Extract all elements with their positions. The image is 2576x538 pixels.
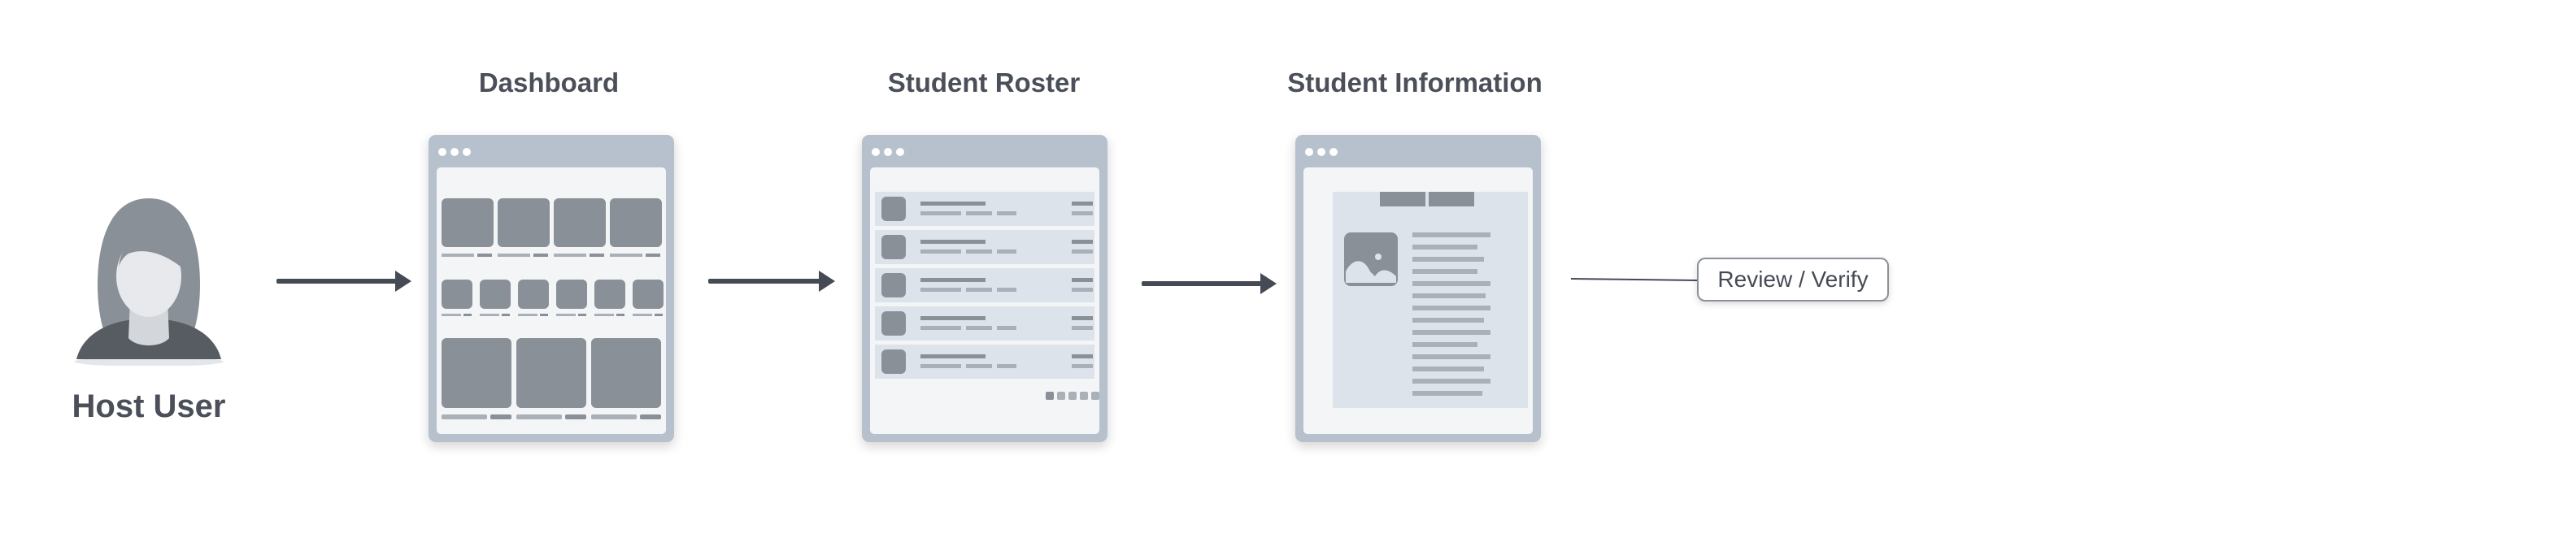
window-controls: [1305, 148, 1338, 156]
dashboard-window: [429, 135, 674, 442]
student-roster-window: [862, 135, 1107, 442]
host-user-avatar-icon: [74, 198, 224, 366]
dashboard-title: Dashboard: [478, 67, 620, 98]
student-information-window: [1295, 135, 1541, 442]
student-roster-title: Student Roster: [887, 67, 1081, 98]
student-information-viewport: [1303, 167, 1533, 434]
student-information-title: Student Information: [1287, 67, 1543, 98]
host-user-label: Host User: [72, 388, 226, 424]
dashboard-viewport: [437, 167, 666, 434]
profile-photo-icon: [1344, 232, 1398, 286]
window-controls: [872, 148, 904, 156]
student-roster-viewport: [870, 167, 1099, 434]
review-verify-label: Review / Verify: [1697, 258, 1889, 302]
window-controls: [438, 148, 471, 156]
review-connector-line: [1570, 278, 1699, 281]
